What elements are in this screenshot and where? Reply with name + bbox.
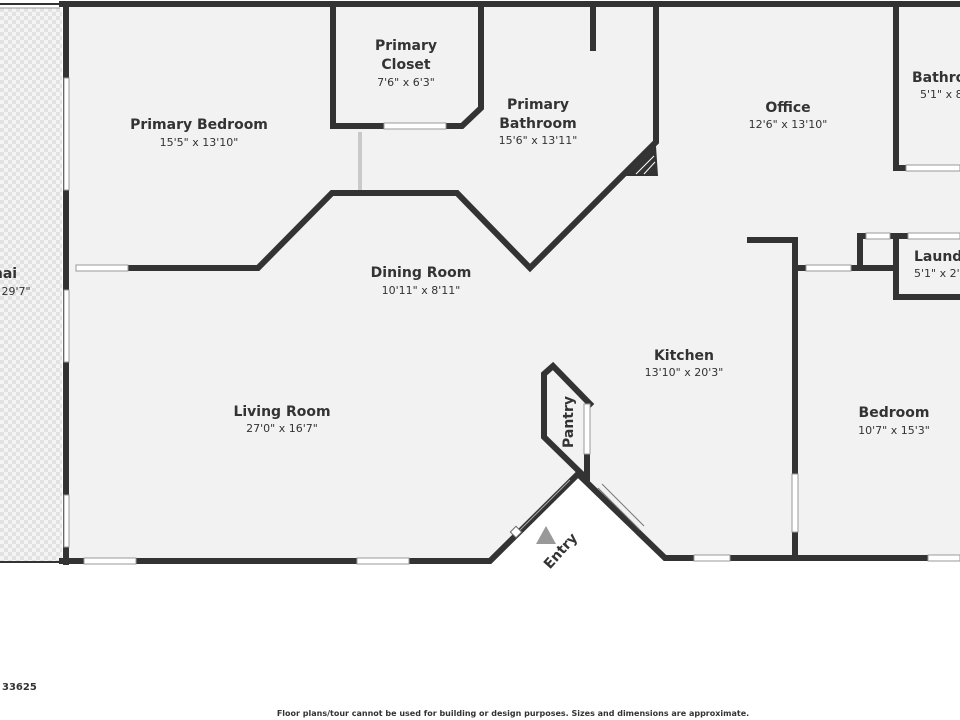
room-label-office: Office 12'6" x 13'10" [749,100,828,131]
entry-arrow-icon [536,526,556,544]
room-dims: 5'1" x 2' [914,267,960,280]
room-dims: 29'7" [1,285,30,298]
room-name: Kitchen [654,348,714,364]
interior-floor [68,6,960,560]
disclaimer-text: Floor plans/tour cannot be used for buil… [276,709,750,718]
room-dims: 7'6" x 6'3" [377,76,435,89]
room-dims: 10'7" x 15'3" [858,424,930,437]
listing-id-fragment: 33625 [2,682,37,693]
room-label-laundry: Laund 5'1" x 2' [914,249,960,280]
room-label-dining-room: Dining Room 10'11" x 8'11" [371,265,472,297]
room-name: nai [0,266,17,282]
room-label-kitchen: Kitchen 13'10" x 20'3" [645,348,724,379]
door-openings [358,132,645,539]
room-label-pantry: Pantry [561,396,577,448]
room-dims: 13'10" x 20'3" [645,366,724,379]
room-name: Laund [914,249,960,265]
windows [63,77,960,565]
room-name: Dining Room [371,265,472,281]
room-dims: 15'5" x 13'10" [160,136,239,149]
room-dims: 10'11" x 8'11" [382,284,461,297]
room-label-lanai: nai 29'7" [0,266,31,298]
room-name: Living Room [233,404,330,420]
room-dims: 15'6" x 13'11" [499,134,578,147]
room-name: Bedroom [859,405,930,421]
room-dims: 27'0" x 16'7" [246,422,318,435]
room-name-line: Bathroom [499,116,577,132]
room-label-bathroom: Bathro 5'1" x 8 [912,70,960,101]
room-label-bedroom: Bedroom 10'7" x 15'3" [858,405,930,437]
lanai-floor [0,8,62,561]
room-label-primary-bathroom: Primary Bathroom 15'6" x 13'11" [499,97,578,147]
room-name: Primary Bedroom [130,117,268,133]
room-name: Office [765,100,810,116]
room-label-living-room: Living Room 27'0" x 16'7" [233,404,330,435]
room-name-line: Closet [381,57,431,73]
room-name: Bathro [912,70,960,86]
room-name-line: Primary [507,97,569,113]
room-label-primary-closet: Primary Closet 7'6" x 6'3" [375,38,437,89]
room-label-primary-bedroom: Primary Bedroom 15'5" x 13'10" [130,117,268,149]
interior-walls [125,1,960,561]
room-dims: 12'6" x 13'10" [749,118,828,131]
room-name-line: Primary [375,38,437,54]
room-dims: 5'1" x 8 [920,88,960,101]
